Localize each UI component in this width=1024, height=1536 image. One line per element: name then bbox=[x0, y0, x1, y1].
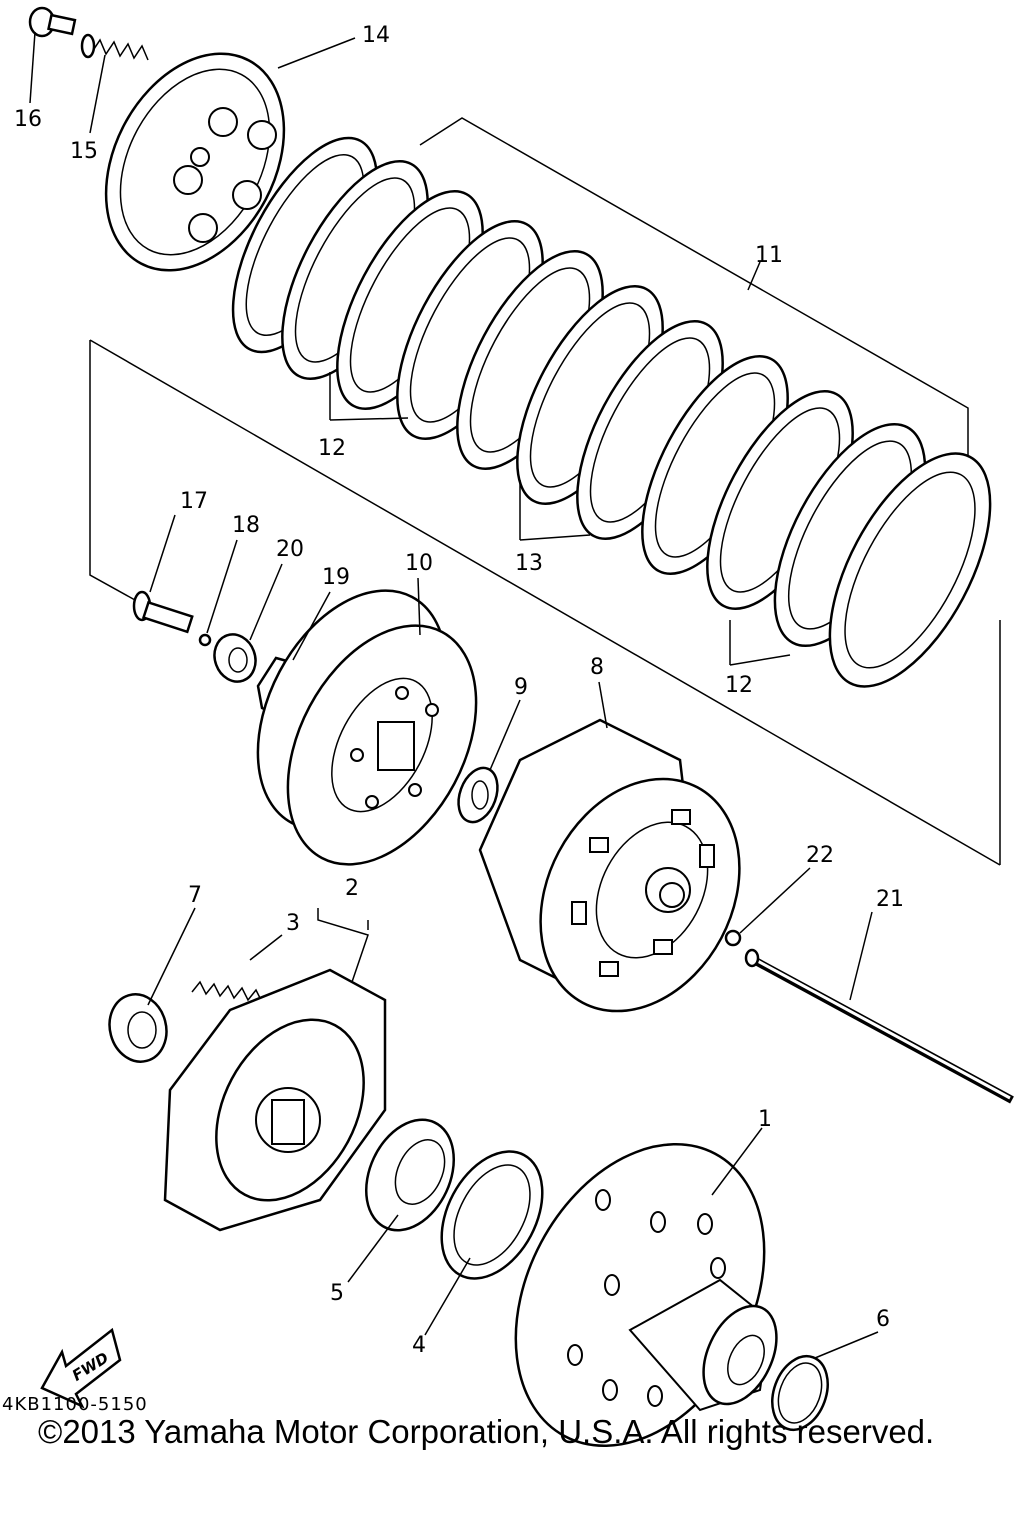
callout-6: 6 bbox=[876, 1307, 890, 1332]
part-10-driven-gear bbox=[256, 589, 478, 866]
part-1-clutch-drum bbox=[514, 1143, 778, 1447]
part-18-ball bbox=[198, 633, 212, 647]
part-5-bearing bbox=[364, 1118, 456, 1232]
callout-8: 8 bbox=[590, 655, 604, 680]
callout-19: 19 bbox=[322, 565, 350, 590]
callout-10: 10 bbox=[405, 551, 433, 576]
callout-9: 9 bbox=[514, 675, 528, 700]
part-16-bolt bbox=[28, 6, 77, 38]
callout-14: 14 bbox=[362, 23, 390, 48]
part-2-clutch-carrier bbox=[163, 968, 387, 1232]
callout-13: 13 bbox=[515, 551, 543, 576]
callout-17: 17 bbox=[180, 489, 208, 514]
callout-12-top: 12 bbox=[318, 436, 346, 461]
callout-21: 21 bbox=[876, 887, 904, 912]
callout-5: 5 bbox=[330, 1281, 344, 1306]
callout-16: 16 bbox=[14, 107, 42, 132]
part-20-nut bbox=[213, 633, 257, 683]
clutch-plates-stack bbox=[231, 136, 992, 688]
callout-3: 3 bbox=[286, 911, 300, 936]
leader-lines bbox=[29, 31, 879, 1359]
copyright-notice: ©2013 Yamaha Motor Corporation, U.S.A. A… bbox=[38, 1413, 935, 1450]
callout-20: 20 bbox=[276, 537, 304, 562]
diagram-code: 4KB1100-5150 bbox=[2, 1394, 148, 1415]
callout-15: 15 bbox=[70, 139, 98, 164]
callout-2: 2 bbox=[345, 876, 359, 901]
part-21-push-rod bbox=[744, 948, 1014, 1104]
callout-4: 4 bbox=[412, 1333, 426, 1358]
part-9-circlip bbox=[457, 766, 499, 824]
assembly-reference-lines bbox=[89, 117, 1001, 866]
part-8-clutch-housing bbox=[478, 718, 741, 1013]
callout-22: 22 bbox=[806, 843, 834, 868]
part-6-o-ring bbox=[771, 1354, 829, 1432]
callout-7: 7 bbox=[188, 883, 202, 908]
part-15-spring bbox=[80, 33, 149, 61]
part-7-nut bbox=[108, 993, 168, 1063]
callout-18: 18 bbox=[232, 513, 260, 538]
callout-1: 1 bbox=[758, 1107, 772, 1132]
part-14-pressure-plate bbox=[104, 52, 286, 272]
callout-11: 11 bbox=[755, 243, 783, 268]
part-3-spring bbox=[191, 980, 263, 1003]
callout-labels: 1 2 3 4 5 6 7 8 9 10 11 12 12 13 14 15 1… bbox=[14, 23, 904, 1358]
callout-12-bottom: 12 bbox=[725, 673, 753, 698]
part-22-ball bbox=[724, 929, 742, 947]
part-17-pin bbox=[132, 590, 194, 634]
